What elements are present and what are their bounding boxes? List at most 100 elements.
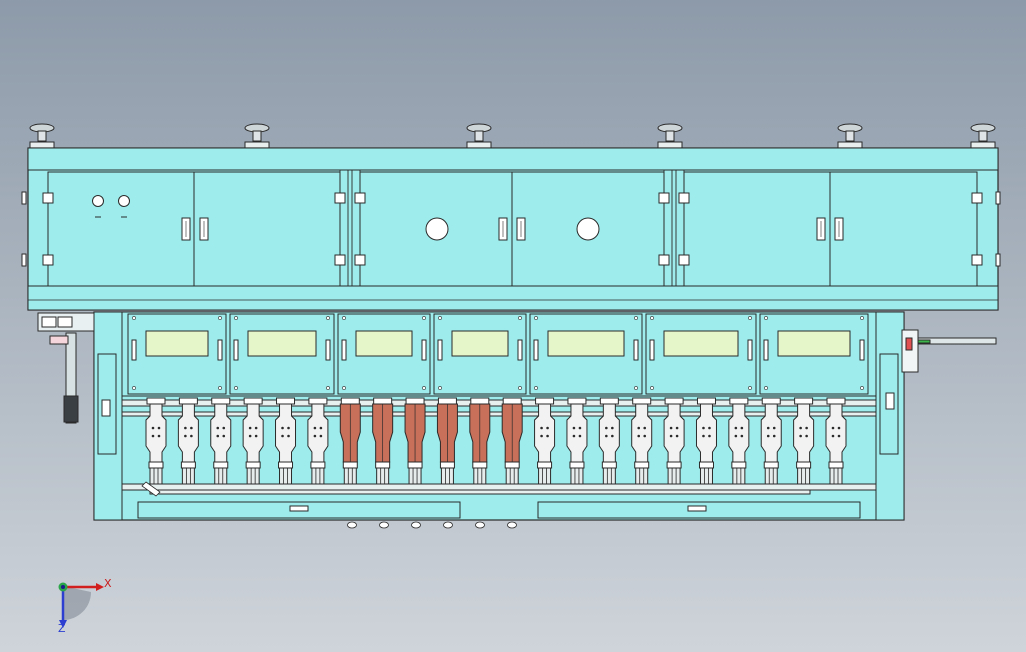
- clamp-hole: [605, 434, 608, 438]
- clamp-station-copper: [436, 397, 458, 489]
- bottom-guide-rail: [121, 483, 877, 491]
- panel-screw-icon: [234, 316, 238, 320]
- panel-latch: [421, 339, 427, 361]
- panel-screw-icon: [422, 386, 426, 390]
- clamp-bracket: [632, 397, 652, 405]
- axis-z-arrow-icon: [59, 620, 67, 628]
- clamp-hole: [222, 426, 226, 430]
- panel-screw-icon: [860, 316, 864, 320]
- panel-screw-icon: [534, 386, 538, 390]
- control-panel-window: [663, 330, 739, 357]
- clamp-station-copper: [501, 397, 523, 489]
- side-tab: [995, 253, 1001, 267]
- clamp-hole: [708, 434, 711, 438]
- panel-screw-icon: [342, 316, 346, 320]
- panel-screw-icon: [634, 386, 638, 390]
- panel-latch: [649, 339, 655, 361]
- cabinet-door: [829, 171, 978, 287]
- cylinder-cap: [796, 461, 812, 469]
- side-tab: [995, 191, 1001, 205]
- door-panel: [47, 171, 195, 287]
- control-panel-window: [451, 330, 509, 357]
- clamp-bracket: [405, 397, 425, 405]
- cable-gland: [49, 335, 69, 345]
- clamp-bracket: [340, 397, 360, 405]
- foot-stem: [978, 130, 988, 142]
- clamp-hole: [578, 434, 582, 438]
- corner-bracket: [141, 481, 161, 497]
- viewing-port-icon: [576, 217, 600, 241]
- cylinder-cap: [375, 461, 391, 469]
- underside-fitting-icon: [475, 521, 485, 529]
- leveling-foot: [970, 123, 996, 149]
- clamp-station-white: [825, 397, 847, 489]
- indicator-lamp-icon: [118, 195, 130, 207]
- foot-stem: [474, 130, 484, 142]
- clamp-bracket: [178, 397, 198, 405]
- panel-screw-icon: [218, 386, 222, 390]
- clamp-bracket: [243, 397, 263, 405]
- control-panel-window: [547, 330, 625, 357]
- leg-handle: [101, 399, 111, 417]
- cabinet-door: [193, 171, 341, 287]
- leveling-foot: [657, 123, 683, 149]
- panel-latch: [437, 339, 443, 361]
- cylinder-cap: [180, 461, 196, 469]
- panel-screw-icon: [234, 386, 238, 390]
- panel-screw-icon: [342, 386, 346, 390]
- panel-screw-icon: [650, 316, 654, 320]
- clamp-station-white: [145, 397, 167, 489]
- cylinder-cap: [213, 461, 229, 469]
- control-panel-window: [247, 330, 317, 357]
- axis-z-label: Z: [58, 622, 66, 635]
- hinge-icon: [334, 254, 346, 266]
- control-panel-window: [777, 330, 851, 357]
- clamp-station-copper: [339, 397, 361, 489]
- right-junction-box: [901, 329, 919, 373]
- panel-screw-icon: [422, 316, 426, 320]
- cylinder-cap: [504, 461, 520, 469]
- clamp-hole: [287, 426, 290, 430]
- clamp-station-white: [728, 397, 750, 489]
- clamp-hole: [799, 434, 802, 438]
- clamp-guide-rod: [121, 399, 877, 407]
- panel-latch: [517, 339, 523, 361]
- control-panel-row: [121, 311, 877, 397]
- control-panel: [337, 313, 431, 395]
- clamp-hole: [831, 426, 835, 430]
- panel-latch: [131, 339, 137, 361]
- right-switch: [905, 337, 913, 351]
- clamp-station-white: [566, 397, 588, 489]
- clamp-hole: [540, 426, 543, 430]
- panel-screw-icon: [326, 386, 330, 390]
- panel-screw-icon: [748, 316, 752, 320]
- cylinder-cap: [148, 461, 164, 469]
- clamp-hole: [190, 426, 193, 430]
- underside-fitting-icon: [379, 521, 389, 529]
- clamp-hole: [216, 434, 220, 438]
- hinge-icon: [658, 192, 670, 204]
- clamp-station-white: [177, 397, 199, 489]
- panel-latch: [341, 339, 347, 361]
- clamp-hole: [184, 426, 187, 430]
- panel-latch: [233, 339, 239, 361]
- right-cable-marker: [917, 339, 931, 344]
- cylinder-cap: [439, 461, 455, 469]
- clamp-hole: [254, 426, 258, 430]
- axis-x-label: X: [104, 577, 112, 590]
- clamp-hole: [805, 426, 808, 430]
- clamp-hole: [578, 426, 582, 430]
- clamp-hole: [675, 426, 679, 430]
- clamp-hole: [702, 426, 705, 430]
- clamp-station-white: [598, 397, 620, 489]
- hinge-icon: [971, 192, 983, 204]
- clamp-hole: [313, 426, 317, 430]
- panel-screw-icon: [132, 316, 136, 320]
- hinge-icon: [42, 192, 54, 204]
- control-panel: [229, 313, 335, 395]
- hinge-icon: [658, 254, 670, 266]
- clamp-station-white: [534, 397, 556, 489]
- clamp-hole: [157, 426, 161, 430]
